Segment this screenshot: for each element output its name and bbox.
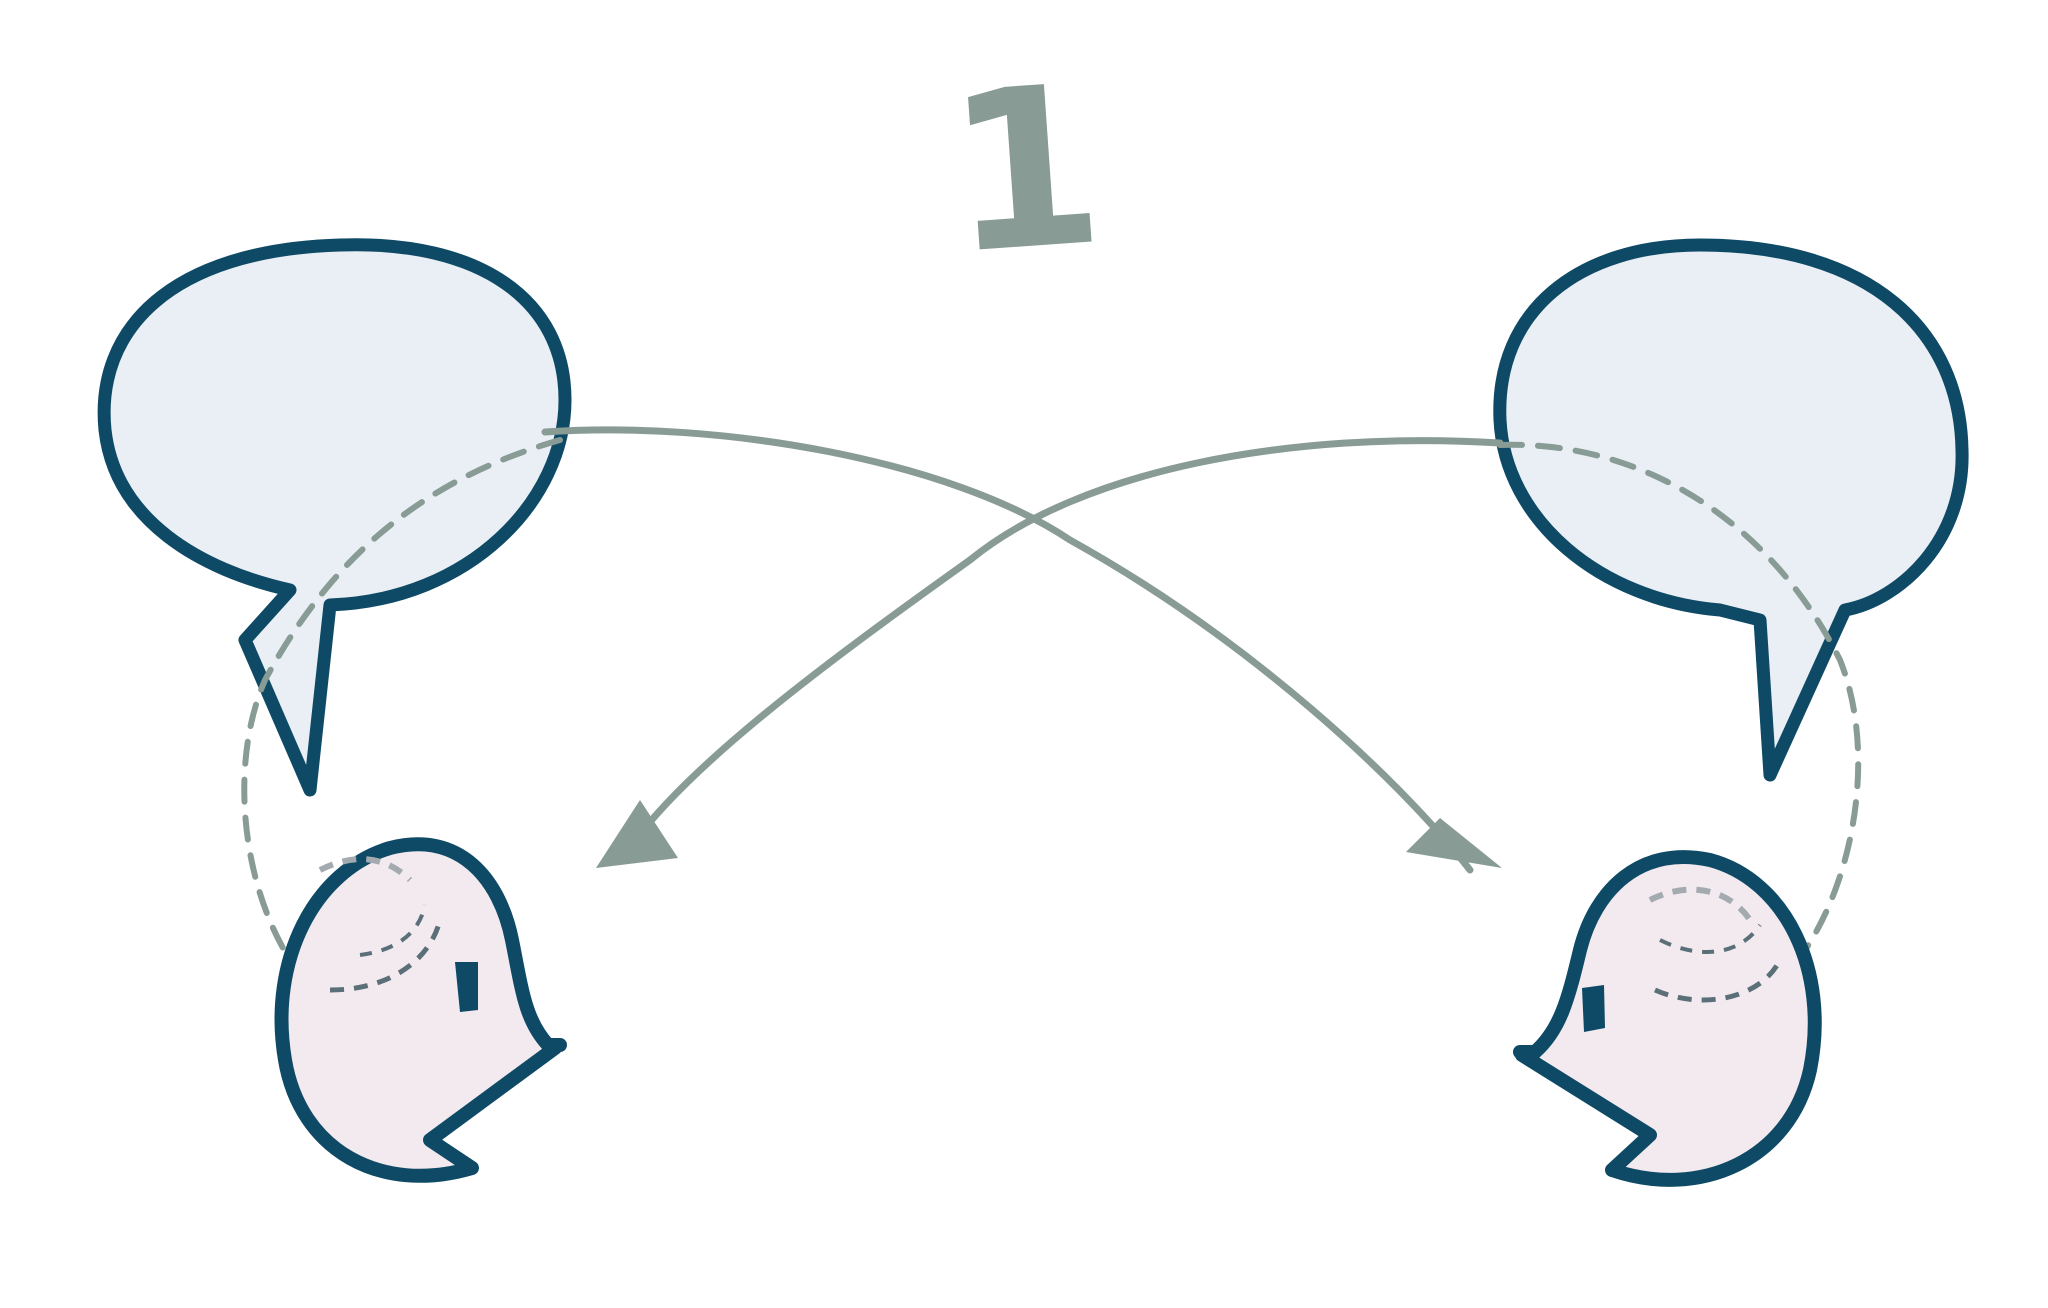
arrowhead-left <box>596 800 678 868</box>
left-person-head-icon <box>274 837 567 1183</box>
arrowhead-right <box>1406 818 1502 868</box>
right-eye <box>1582 985 1605 1032</box>
right-person-head-icon <box>1513 850 1822 1187</box>
left-speech-bubble-icon <box>97 238 572 797</box>
dashed-thought-links <box>241 437 1862 973</box>
right-speech-bubble-icon <box>1493 238 1969 782</box>
arrow-right-to-left <box>621 437 1504 859</box>
message-arrows <box>541 426 1504 874</box>
arrow-left-to-right <box>541 426 1474 874</box>
left-eye <box>455 962 478 1012</box>
